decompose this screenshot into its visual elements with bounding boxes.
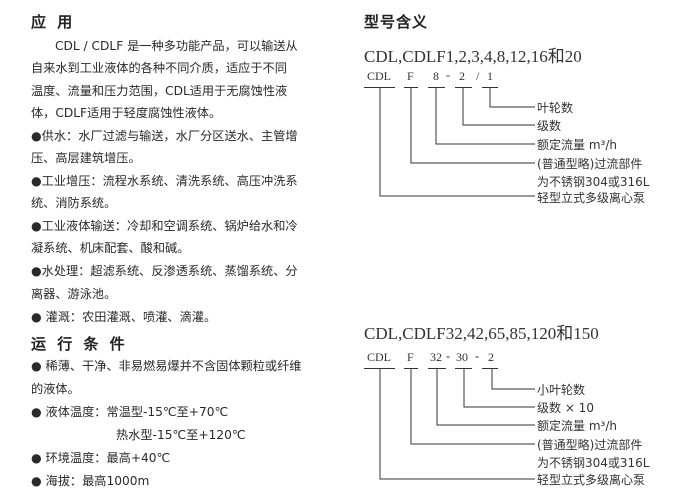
label-stages: 级数 bbox=[537, 119, 562, 133]
application-bullet-line: 离器、游泳池。 bbox=[31, 287, 117, 301]
code-separator: - bbox=[446, 68, 450, 82]
code-impellers: 1 bbox=[487, 69, 493, 83]
application-text-line: 体，CDLF适用于轻度腐蚀性液体。 bbox=[31, 106, 222, 120]
code-cdl: CDL bbox=[367, 69, 391, 83]
model-meaning-heading: 型号含义 bbox=[364, 13, 429, 31]
diagram2-connectors bbox=[364, 368, 535, 480]
code-separator: - bbox=[475, 349, 479, 363]
label-material-2: 为不锈钢304或316L bbox=[537, 456, 650, 470]
application-bullet-line: ●工业增压：流程水系统、清洗系统、高压冲洗系 bbox=[31, 174, 298, 188]
application-bullet-line: ● 灌溉：农田灌溉、喷灌、滴灌。 bbox=[31, 310, 217, 324]
application-bullet-line: ●供水：水厂过滤与输送，水厂分区送水、主管增 bbox=[31, 129, 298, 143]
application-text-line: CDL / CDLF 是一种多功能产品，可以输送从 bbox=[55, 39, 298, 53]
operating-line: ● 稀薄、干净、非易燃易爆并不含固体颗粒或纤维 bbox=[31, 359, 302, 373]
operating-line: 的液体。 bbox=[31, 382, 80, 396]
operating-line: ● 海拔：最高1000m bbox=[31, 474, 150, 488]
operating-conditions-heading: 运 行 条 件 bbox=[31, 335, 128, 353]
code-cdl: CDL bbox=[367, 350, 391, 364]
operating-line: ● 环境温度：最高+40℃ bbox=[31, 451, 171, 465]
code-flow: 8 bbox=[433, 69, 439, 83]
model-series-heading: CDL,CDLF1,2,3,4,8,12,16和20 bbox=[364, 47, 582, 66]
code-separator: - bbox=[446, 349, 450, 363]
label-impellers: 叶轮数 bbox=[537, 101, 574, 115]
label-flow: 额定流量 m³/h bbox=[537, 419, 617, 433]
label-material: (普通型略)过流部件 bbox=[537, 157, 643, 171]
application-text-line: 自来水到工业液体的各种不同介质，适应于不同 bbox=[31, 61, 287, 75]
application-bullet-line: 凝系统、机床配套、酸和碱。 bbox=[31, 241, 190, 255]
label-small-impellers: 小叶轮数 bbox=[537, 383, 586, 397]
label-pump-type: 轻型立式多级离心泵 bbox=[537, 473, 646, 487]
application-bullet-line: 统、消防系统。 bbox=[31, 196, 117, 210]
label-material: (普通型略)过流部件 bbox=[537, 438, 643, 452]
code-separator: / bbox=[476, 69, 480, 83]
application-bullet-line: ●水处理：超滤系统、反渗透系统、蒸馏系统、分 bbox=[31, 264, 298, 278]
diagram1-connectors bbox=[364, 87, 535, 197]
code-f: F bbox=[407, 350, 414, 364]
application-bullet-line: 压、高层建筑增压。 bbox=[31, 151, 141, 165]
label-stages: 级数 × 10 bbox=[537, 401, 594, 415]
code-flow: 32 bbox=[430, 350, 442, 364]
application-text-line: 温度、流量和压力范围，CDL适用于无腐蚀性液 bbox=[31, 84, 288, 98]
application-bullet-line: ●工业液体输送：冷却和空调系统、锅炉给水和冷 bbox=[31, 219, 298, 233]
code-f: F bbox=[407, 69, 414, 83]
code-impellers: 2 bbox=[488, 350, 494, 364]
application-heading: 应 用 bbox=[31, 13, 76, 31]
code-stages: 30 bbox=[456, 350, 468, 364]
code-stages: 2 bbox=[459, 69, 465, 83]
operating-line: 热水型-15℃至+120℃ bbox=[116, 428, 246, 442]
label-material-2: 为不锈钢304或316L bbox=[537, 175, 650, 189]
label-pump-type: 轻型立式多级离心泵 bbox=[537, 191, 646, 205]
label-flow: 额定流量 m³/h bbox=[537, 138, 617, 152]
operating-line: ● 液体温度：常温型-15℃至+70℃ bbox=[31, 405, 229, 419]
model-series-heading: CDL,CDLF32,42,65,85,120和150 bbox=[364, 324, 599, 343]
